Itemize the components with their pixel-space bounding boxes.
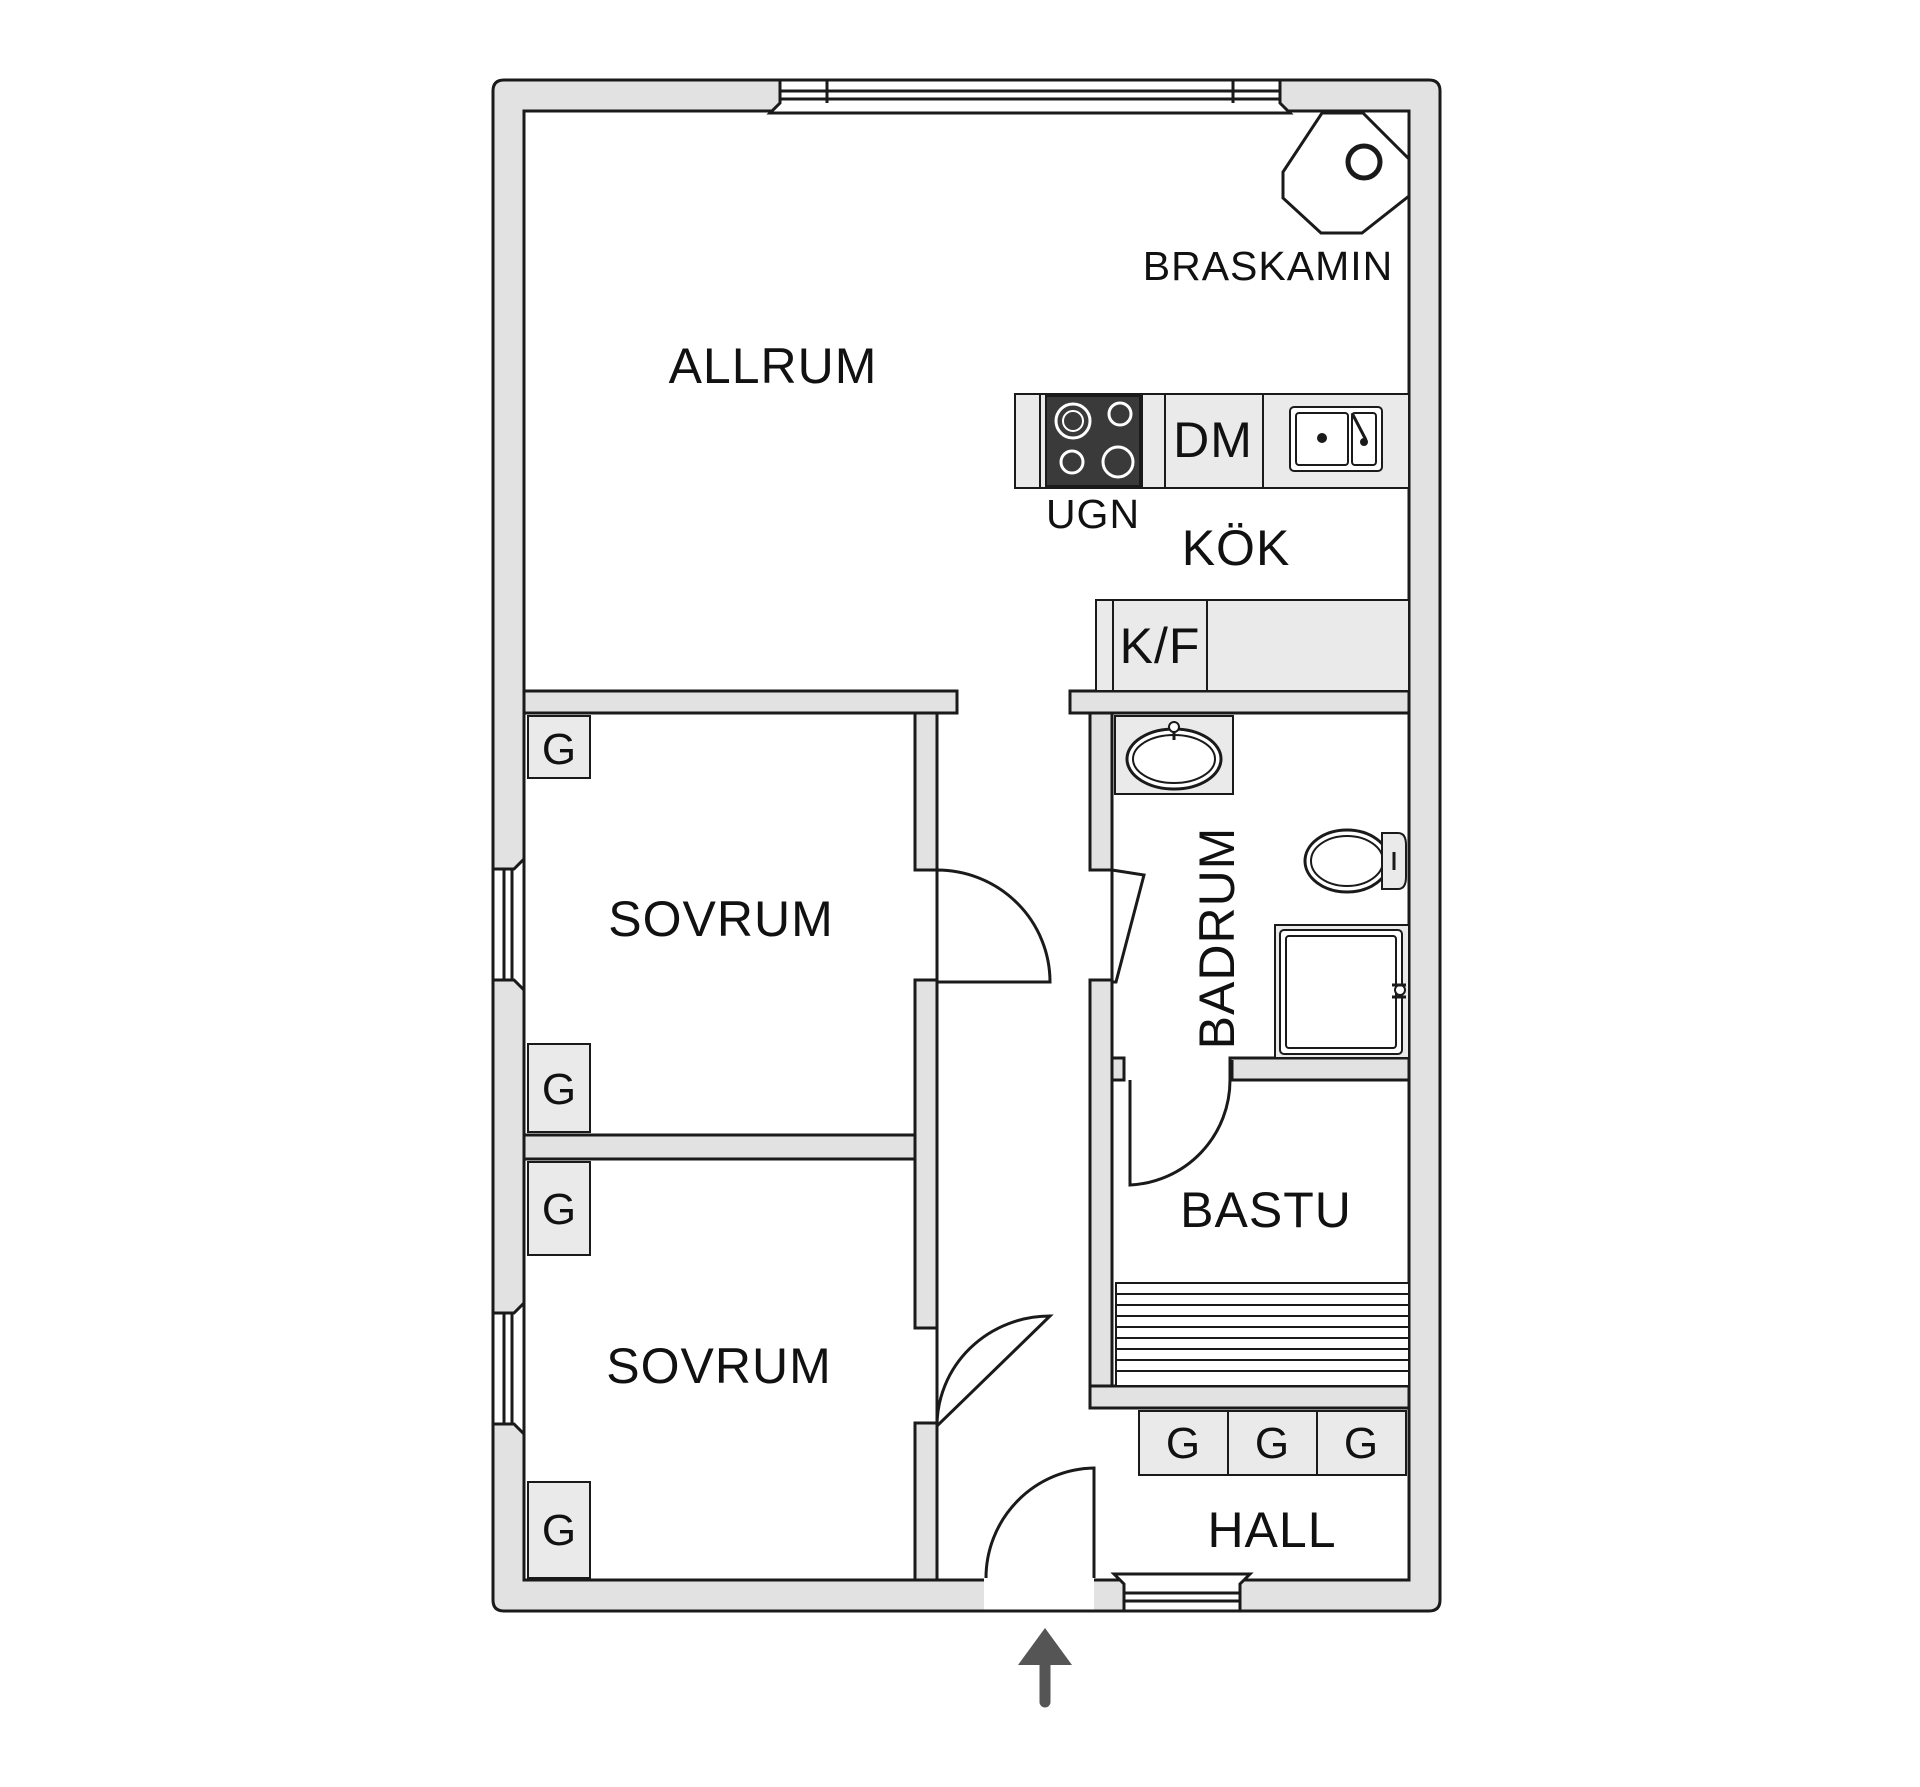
wall-badrum-left-bottom — [1088, 978, 1114, 1410]
closet-sovrum1-bottom — [527, 1043, 591, 1133]
window-sovrum-1 — [491, 855, 526, 994]
room-label-sovrum-1: SOVRUM — [608, 891, 833, 947]
shower-icon — [1274, 924, 1410, 1059]
door-bastu — [1128, 1058, 1232, 1187]
wall-badrum-left-top — [1088, 711, 1114, 872]
room-label-kok: KÖK — [1182, 520, 1291, 576]
closet-hall-2 — [1227, 1410, 1318, 1476]
closet-label-sovrum1-bottom: G — [542, 1065, 576, 1114]
walls — [491, 78, 1442, 1613]
toilet-icon — [1303, 828, 1407, 894]
room-label-allrum: ALLRUM — [669, 338, 878, 394]
window-top — [766, 78, 1294, 115]
closet-sovrum1-top — [527, 715, 591, 779]
washbasin-icon — [1114, 715, 1234, 795]
closet-label-sovrum1-top: G — [542, 725, 576, 774]
closet-sovrum2-top — [527, 1161, 591, 1256]
wall-kok-badrum — [1068, 689, 1411, 715]
wall-sovrum2-right-bottom — [913, 1421, 939, 1582]
closet-hall-3 — [1316, 1410, 1407, 1476]
closet-label-hall-3: G — [1344, 1419, 1378, 1468]
stove-icon — [1045, 395, 1141, 487]
label-braskamin: BRASKAMIN — [1143, 243, 1394, 289]
wall-between-sovrum — [522, 1133, 917, 1161]
entrance-arrow-icon — [1018, 1628, 1072, 1708]
closet-label-hall-1: G — [1166, 1419, 1200, 1468]
door-sovrum-2 — [935, 1314, 1054, 1430]
closet-sovrum2-bottom — [527, 1481, 591, 1579]
entrance-gap — [984, 1578, 1094, 1614]
wall-badrum-bastu — [1228, 1056, 1411, 1082]
door-sovrum-1 — [935, 868, 1052, 984]
closet-hall-1 — [1138, 1410, 1229, 1476]
label-ugn: UGN — [1046, 491, 1140, 537]
label-kf: K/F — [1120, 618, 1201, 674]
wall-bastu-hall — [1088, 1384, 1411, 1410]
room-label-bastu: BASTU — [1180, 1182, 1352, 1238]
closets — [527, 715, 1407, 1579]
closet-label-sovrum2-bottom: G — [542, 1506, 576, 1555]
sink-icon — [1289, 406, 1383, 472]
door-badrum — [1110, 868, 1146, 984]
wall-sovrum1-right-top — [913, 711, 939, 872]
closet-label-sovrum2-top: G — [542, 1185, 576, 1234]
wall-sovrum1-right-bottom — [913, 978, 939, 1330]
fireplace-icon — [1281, 111, 1411, 235]
kitchen-counter-bottom — [1095, 599, 1410, 692]
room-labels: ALLRUM BRASKAMIN UGN DM KÖK K/F SOVRUM S… — [606, 243, 1394, 1558]
wall-bastu-left-jog — [1110, 1056, 1126, 1082]
closet-label-hall-2: G — [1255, 1419, 1289, 1468]
room-label-sovrum-2: SOVRUM — [606, 1338, 831, 1394]
closet-labels: G G G G G G G — [542, 725, 1378, 1555]
label-dm: DM — [1173, 412, 1253, 468]
doors — [935, 868, 1234, 1579]
windows — [491, 78, 1294, 1613]
sauna-benches — [1115, 1282, 1410, 1387]
door-entrance — [984, 1466, 1096, 1579]
room-label-badrum: BADRUM — [1189, 827, 1245, 1050]
wall-allrum-sovrum — [522, 689, 959, 715]
window-sovrum-2 — [491, 1299, 526, 1438]
room-label-hall: HALL — [1207, 1502, 1336, 1558]
